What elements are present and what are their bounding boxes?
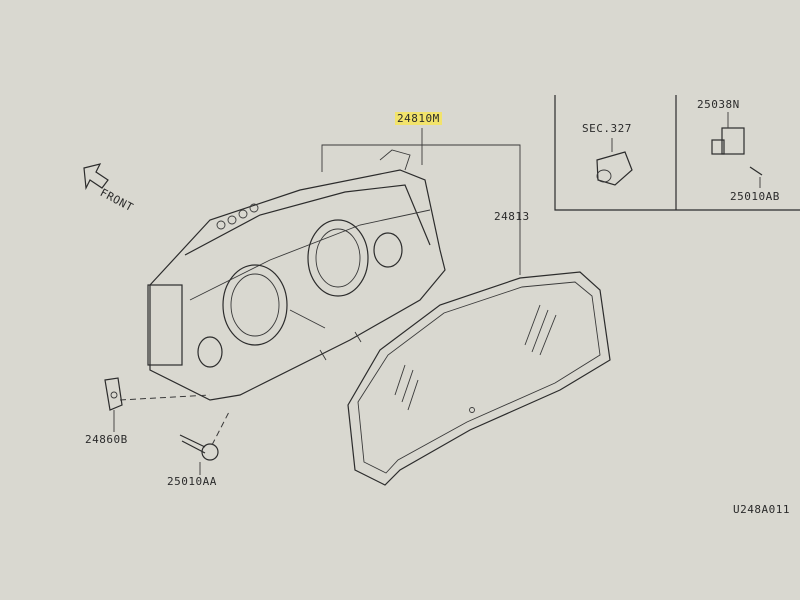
front-arrow-icon (83, 163, 109, 191)
label-sec-reference: SEC.327 (582, 122, 632, 135)
label-bulb-screw-part-number: 25010AB (730, 190, 780, 203)
label-cluster-part-number: 24810M (395, 112, 442, 125)
instrument-cluster-drawing (147, 149, 446, 401)
label-screw-part-number: 25010AA (167, 475, 217, 488)
bulb-drawing (711, 112, 763, 188)
label-bracket-part-number: 24860B (85, 433, 128, 446)
inset-frame (554, 95, 800, 211)
screw-drawing (179, 409, 231, 475)
label-diagram-reference-code: U248A011 (733, 503, 790, 516)
bracket-drawing (104, 377, 211, 432)
label-bulb-part-number: 25038N (697, 98, 740, 111)
lens-drawing (347, 271, 611, 486)
connector-drawing (596, 138, 633, 186)
label-lens-part-number: 24813 (494, 210, 530, 223)
cluster-leader-lines (321, 128, 521, 275)
